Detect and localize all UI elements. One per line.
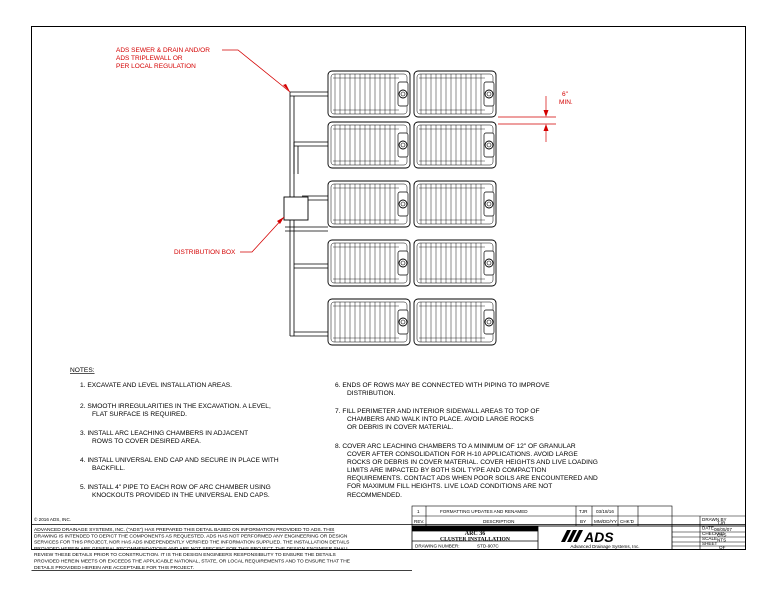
note-5-line-1: 5. INSTALL 4" PIPE TO EACH ROW OF ARC CH… — [80, 484, 271, 491]
disclaimer-line-3: SERVICES FOR THIS PROJECT, NOR HAS ADS I… — [34, 540, 350, 546]
spacing-dimension: 6" MIN. — [498, 91, 573, 142]
drawn-by-label: DRAWN BY — [702, 517, 727, 522]
header-description: DESCRIPTION — [483, 519, 514, 524]
date-value: 08/05/07 — [714, 527, 732, 532]
dimension-arrows-icon — [543, 110, 549, 131]
ads-logo-icon: ADS — [561, 529, 614, 545]
callout-sewer-line-3: PER LOCAL REGULATION — [116, 63, 196, 70]
notes-section: NOTES: 1. EXCAVATE AND LEVEL INSTALLATIO… — [70, 367, 598, 499]
chamber-r2-c1 — [327, 121, 411, 169]
drawing-number-label: DRAWING NUMBER: — [415, 544, 460, 549]
disclaimer-line-2: DRAWING IS INTENDED TO DEPICT THE COMPON… — [34, 533, 348, 539]
sheet-label: SHEET — [702, 541, 718, 546]
drawing-title-line-1: ARC 36 — [465, 531, 486, 537]
note-4-line-1: 4. INSTALL UNIVERSAL END CAP AND SECURE … — [80, 457, 279, 464]
chamber-r1-c2 — [413, 70, 497, 118]
leader-line-distribution-box — [240, 216, 285, 253]
chamber-r5-c2 — [413, 298, 497, 346]
distribution-box-icon — [283, 196, 309, 221]
drawn-by-value: TJR — [717, 521, 726, 526]
note-3-line-2: ROWS TO COVER DESIRED AREA. — [92, 438, 201, 445]
chamber-r2-c2 — [413, 121, 497, 169]
pipe-network — [285, 91, 328, 337]
revision-by: TJR — [579, 509, 588, 514]
note-2-line-2: FLAT SURFACE IS REQUIRED. — [92, 411, 187, 418]
callout-sewer-line-1: ADS SEWER & DRAIN AND/OR — [116, 47, 210, 54]
note-8-line-6: FOR MAXIMUM FILL HEIGHTS. LIVE LOAD COND… — [347, 483, 552, 490]
drawing-number: STD-907C — [477, 544, 499, 549]
note-8-line-4: LIMITS ARE IMPACTED BY BOTH SOIL TYPE AN… — [347, 467, 547, 474]
disclaimer-line-5: REVIEW THESE DETAILS PRIOR TO CONSTRUCTI… — [34, 552, 336, 558]
note-1: 1. EXCAVATE AND LEVEL INSTALLATION AREAS… — [80, 382, 232, 389]
note-6-line-1: 6. ENDS OF ROWS MAY BE CONNECTED WITH PI… — [335, 382, 550, 389]
disclaimer-line-6: PROVIDED HEREIN MEETS OR EXCEEDS THE APP… — [34, 559, 351, 565]
header-chkd: CHK'D — [620, 519, 635, 524]
chamber-r4-c2 — [413, 239, 497, 287]
sheet-value: OF — [719, 545, 726, 550]
callout-distribution-box: DISTRIBUTION BOX — [174, 216, 285, 256]
disclaimer-block: ADVANCED DRAINAGE SYSTEMS, INC. ("ADS") … — [34, 527, 351, 571]
chamber-r3-c1 — [327, 180, 411, 228]
disclaimer-line-4: PROVIDED HEREIN ARE GENERAL RECOMMENDATI… — [34, 546, 349, 552]
note-8-line-2: COVER AFTER CONSOLIDATION FOR H-10 APPLI… — [347, 451, 578, 458]
note-4-line-2: BACKFILL. — [92, 465, 125, 472]
note-6-line-2: DISTRIBUTION. — [347, 390, 396, 397]
note-8-line-5: REQUIREMENTS. CONTACT ADS WHEN POOR SOIL… — [347, 475, 598, 482]
note-5-line-2: KNOCKOUTS PROVIDED IN THE UNIVERSAL END … — [92, 492, 270, 499]
disclaimer-line-7: DETAILS PROVIDED HEREIN ARE ACCEPTABLE F… — [34, 565, 194, 571]
checked-label: CHECKED — [702, 531, 725, 536]
note-8-line-7: RECOMMENDED. — [347, 492, 402, 499]
scale-label: SCALE — [702, 536, 717, 541]
chamber-rows — [327, 70, 497, 346]
company-name: Advanced Drainage Systems, Inc. — [570, 544, 639, 549]
drawing-title-line-2: CLUSTER INSTALLATION — [440, 537, 510, 543]
spacing-value: 6" — [562, 91, 569, 98]
spacing-unit: MIN. — [559, 99, 573, 106]
callout-sewer-line-2: ADS TRIPLEWALL OR — [116, 55, 183, 62]
scale-value: NTS — [717, 538, 726, 543]
chamber-r3-c2 — [413, 180, 497, 228]
note-7-line-2: CHAMBERS AND WALK INTO PLACE. AVOID LARG… — [347, 416, 534, 423]
chamber-r4-c1 — [327, 239, 411, 287]
revision-description: FORMATTING UPDATES AND RENAMED — [440, 509, 528, 514]
arrowhead-distribution-box-icon — [277, 217, 284, 224]
copyright-text: © 2016 ADS, INC. — [34, 516, 71, 522]
header-date: MM/DD/YY — [594, 519, 617, 524]
disclaimer-line-1: ADVANCED DRAINAGE SYSTEMS, INC. ("ADS") … — [34, 527, 335, 533]
note-7-line-1: 7. FILL PERIMETER AND INTERIOR SIDEWALL … — [335, 408, 540, 415]
title-bar — [412, 526, 538, 531]
leader-line-sewer — [222, 49, 291, 93]
revision-number: 1 — [417, 509, 420, 514]
callout-sewer: ADS SEWER & DRAIN AND/OR ADS TRIPLEWALL … — [116, 47, 291, 93]
date-label: DATE — [702, 526, 714, 531]
sheet-border — [31, 26, 746, 550]
note-8-line-3: ROCKS OR DEBRIS IN COVER MATERIAL. COVER… — [347, 459, 598, 466]
checked-value: CKS — [717, 533, 726, 538]
note-8-line-1: 8. COVER ARC LEACHING CHAMBERS TO A MINI… — [335, 443, 576, 450]
header-rev: REV. — [414, 519, 424, 524]
callout-distribution-box-label: DISTRIBUTION BOX — [174, 249, 236, 256]
chamber-r5-c1 — [327, 298, 411, 346]
ads-logo-wordmark: ADS — [583, 529, 614, 545]
note-3-line-1: 3. INSTALL ARC LEACHING CHAMBERS IN ADJA… — [80, 430, 248, 437]
revision-date: 03/18/16 — [596, 509, 614, 514]
chamber-r1-c1 — [327, 70, 411, 118]
arrowhead-sewer-icon — [283, 84, 290, 92]
header-by: BY — [580, 519, 586, 524]
note-7-line-3: OR DEBRIS IN COVER MATERIAL. — [347, 424, 453, 431]
notes-heading: NOTES: — [70, 367, 95, 374]
note-2-line-1: 2. SMOOTH IRREGULARITIES IN THE EXCAVATI… — [80, 403, 271, 410]
info-block — [672, 516, 746, 550]
